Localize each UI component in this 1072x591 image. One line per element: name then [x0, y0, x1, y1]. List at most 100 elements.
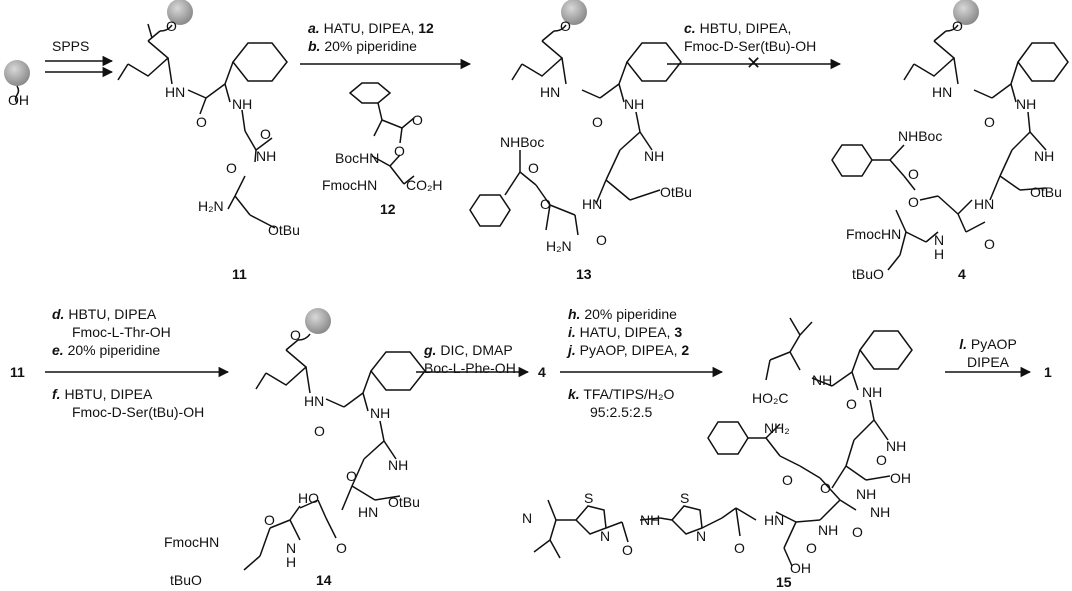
c15-o2: O — [876, 452, 887, 468]
c15-oh2: OH — [790, 560, 811, 576]
c15-nh3: NH — [886, 438, 907, 454]
step-h-line: h. 20% piperidine — [568, 306, 677, 322]
c4-nh1: NH — [1016, 96, 1037, 112]
c4-h: H — [934, 246, 945, 262]
c4-nh2: NH — [1034, 148, 1055, 164]
c13-hn2: HN — [582, 196, 603, 212]
c13-o2: O — [592, 114, 603, 130]
c15-oh1: OH — [890, 470, 911, 486]
c13-o4: O — [540, 196, 551, 212]
c15-nh2: NH — [862, 384, 883, 400]
step-f-line: f. HBTU, DIPEA — [52, 386, 153, 402]
c14-o4: O — [264, 512, 275, 528]
step-a-line: a. HATU, DIPEA, 12 — [308, 20, 434, 36]
c15-o5: O — [852, 524, 863, 540]
step-b-line: b. 20% piperidine — [308, 38, 417, 54]
c14-hn1: HN — [304, 393, 325, 409]
c15-o8: O — [806, 540, 817, 556]
c14-o1: O — [290, 327, 301, 343]
step-l-line2: DIPEA — [966, 354, 1009, 370]
c4-tbuo: tBuO — [852, 266, 884, 282]
step-l-line: l. PyAOP — [959, 336, 1017, 352]
c11-o2: O — [196, 114, 207, 130]
c14-o2: O — [314, 423, 325, 439]
c4-o1: O — [952, 18, 963, 34]
structure-4 — [831, 0, 1069, 271]
c14-o5: O — [336, 540, 347, 556]
c12-fmochn: FmocHN — [322, 177, 378, 193]
step-c-line2: Fmoc-D-Ser(tBu)-OH — [684, 38, 817, 54]
compound-15-number: 15 — [776, 574, 792, 590]
compound-12-number: 12 — [380, 201, 396, 217]
c4-otbu: OtBu — [1030, 184, 1062, 200]
c15-o7: O — [734, 540, 745, 556]
c14-ho: HO — [298, 490, 319, 506]
c11-o3: O — [260, 126, 271, 142]
c14-otbu: OtBu — [388, 494, 420, 510]
structure-15 — [533, 317, 913, 567]
c14-hn2: HN — [358, 504, 379, 520]
c13-nh2: NH — [644, 148, 665, 164]
c15-nh4: NH — [856, 486, 877, 502]
c13-o5: O — [596, 232, 607, 248]
c14-h: H — [286, 554, 297, 570]
c4-hn2: HN — [974, 196, 995, 212]
c15-s1: S — [584, 490, 594, 506]
c15-nh1: NH — [812, 372, 833, 388]
step-d-line2: Fmoc-L-Thr-OH — [72, 324, 171, 340]
c13-o3: O — [528, 160, 539, 176]
compound-14-number: 14 — [316, 572, 332, 588]
c15-nh6: NH — [818, 522, 839, 538]
step-c-line: c. HBTU, DIPEA, — [684, 20, 792, 36]
c14-o3: O — [346, 468, 357, 484]
structure-13 — [469, 0, 682, 236]
c12-o1: O — [412, 112, 423, 128]
structure-14 — [243, 308, 426, 571]
c14-tbuo: tBuO — [170, 572, 202, 588]
step-f-line2: Fmoc-D-Ser(tBu)-OH — [72, 404, 205, 420]
resin-bead-start — [4, 60, 30, 104]
c4-o4: O — [908, 194, 919, 210]
structure-12 — [348, 82, 415, 185]
c11-o4: O — [226, 160, 237, 176]
c4-o5: O — [984, 236, 995, 252]
c12-co2h: CO₂H — [406, 177, 443, 193]
c4-o2: O — [984, 114, 995, 130]
compound-4-number: 4 — [958, 266, 966, 282]
row2-start-compound: 11 — [10, 364, 25, 380]
c15-s2: S — [680, 490, 690, 506]
c4-hn1: HN — [932, 84, 953, 100]
c13-o1: O — [560, 18, 571, 34]
c14-fmochn: FmocHN — [164, 534, 220, 550]
c11-hn: HN — [165, 84, 186, 100]
c13-nhboc: NHBoc — [500, 134, 545, 150]
product-compound-1: 1 — [1044, 364, 1052, 380]
compound-11-number: 11 — [232, 266, 247, 282]
compound-13-number: 13 — [576, 266, 592, 282]
c11-nh1: NH — [232, 96, 253, 112]
c11-h2n: H₂N — [198, 198, 224, 214]
step-i-line: i. HATU, DIPEA, 3 — [568, 324, 683, 340]
c11-o1: O — [166, 18, 177, 34]
structure-11 — [117, 0, 288, 229]
resin-oh-label: OH — [8, 92, 29, 108]
c4-nhboc: NHBoc — [898, 128, 943, 144]
step-k-line: k. TFA/TIPS/H₂O — [568, 386, 675, 402]
c11-otbu: OtBu — [268, 222, 300, 238]
c15-hn: HN — [764, 512, 785, 528]
c15-ho2c: HO₂C — [752, 390, 789, 406]
step-g-line2: Boc-L-Phe-OH — [424, 360, 516, 376]
c15-nh5: NH — [640, 512, 661, 528]
c13-h2n: H₂N — [546, 238, 572, 254]
blocked-cross: ✕ — [746, 53, 762, 73]
step-k-line2: 95:2.5:2.5 — [590, 404, 653, 420]
c11-nh2: NH — [256, 148, 277, 164]
c13-nh1: NH — [624, 96, 645, 112]
c4-n: N — [934, 232, 945, 248]
c15-nme2: N — [522, 510, 533, 526]
c15-o1: O — [846, 396, 857, 412]
c4-fmochn: FmocHN — [846, 226, 902, 242]
step-j-line: j. PyAOP, DIPEA, 2 — [568, 342, 690, 358]
